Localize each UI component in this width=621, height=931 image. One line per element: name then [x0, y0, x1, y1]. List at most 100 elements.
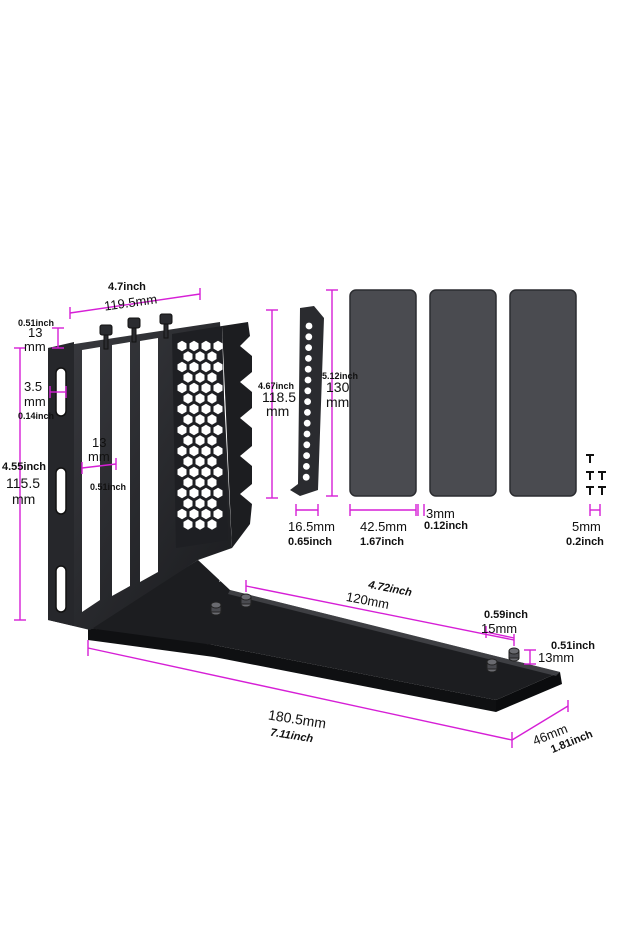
- vent-hex: [195, 351, 205, 362]
- cover-vent-hole: [305, 322, 313, 330]
- bracket-width-inch: 4.7inch: [108, 281, 146, 293]
- vent-hex: [201, 487, 211, 499]
- slot-gap-inch: 0.14inch: [18, 411, 55, 421]
- vent-hex: [183, 372, 193, 383]
- top-offset-inch: 0.51inch: [18, 318, 55, 328]
- screw-icon: [586, 454, 606, 495]
- vent-hex: [201, 403, 211, 415]
- vent-hex: [213, 382, 223, 394]
- cover-vent-hole: [304, 387, 312, 395]
- screw-length-mm: 5mm: [572, 519, 601, 534]
- base-height-inch: 0.51inch: [551, 640, 596, 652]
- vent-hex: [213, 403, 223, 415]
- vent-hex: [195, 414, 205, 425]
- vent-hex: [183, 456, 193, 467]
- vent-hex: [201, 424, 211, 436]
- pad-height-mm-value: 130: [326, 379, 350, 395]
- vent-hex: [201, 382, 211, 394]
- pad-height-mm-unit: mm: [326, 394, 350, 410]
- bracket-height-mm-unit: mm: [12, 491, 36, 507]
- vent-hex: [183, 351, 193, 362]
- cover-vent-hole: [303, 463, 310, 470]
- hole-offset-inch: 0.59inch: [484, 609, 529, 621]
- vent-panel: [172, 326, 228, 548]
- slot-offset-inch: 0.51inch: [90, 482, 127, 492]
- side-slots: [55, 367, 67, 613]
- thumbscrew-icon: [99, 313, 173, 350]
- vent-hex: [207, 435, 217, 446]
- pad-thickness-inch: 0.12inch: [424, 520, 469, 532]
- vent-hex: [213, 340, 223, 352]
- slot-gap-mm-unit: mm: [24, 394, 46, 409]
- vent-hex: [201, 361, 211, 373]
- pad-width-mm: 42.5mm: [360, 519, 407, 534]
- vent-hex: [207, 351, 217, 362]
- base-plate: [88, 560, 562, 712]
- vent-hex: [213, 424, 223, 436]
- vent-hex: [195, 456, 205, 467]
- vent-hex: [183, 393, 193, 404]
- cover-vent-hole: [305, 355, 312, 362]
- top-offset-mm-unit: mm: [24, 339, 46, 354]
- cover-vent-hole: [304, 409, 311, 416]
- base-standoffs: [210, 593, 520, 673]
- vent-hex: [195, 372, 205, 383]
- vent-hex: [183, 435, 193, 446]
- cover-vent-hole: [305, 333, 313, 341]
- pad-thickness-mm: 3mm: [426, 506, 455, 521]
- vent-hex: [177, 487, 187, 499]
- vent-hex: [177, 382, 187, 394]
- vent-hex: [189, 361, 199, 373]
- vent-hex: [189, 445, 199, 457]
- cover-vent-hole: [303, 430, 311, 438]
- vent-hex: [177, 445, 187, 457]
- vent-hex: [177, 466, 187, 478]
- vent-hex: [201, 466, 211, 478]
- vent-hex: [195, 435, 205, 446]
- pci-slot-cover: [290, 306, 324, 496]
- vent-hex: [201, 508, 211, 520]
- pad-width-inch: 1.67inch: [360, 536, 405, 548]
- vent-hex: [189, 508, 199, 520]
- vent-hex: [177, 340, 187, 352]
- cover-vent-hole: [304, 365, 312, 373]
- bracket-height-mm-value: 115.5: [6, 475, 40, 491]
- vent-hex: [213, 508, 223, 520]
- vent-hex: [189, 340, 199, 352]
- base-height-mm: 13mm: [538, 650, 575, 665]
- pci-cover-height-inch: 4.67inch: [258, 381, 295, 391]
- vertical-bracket: [48, 322, 252, 630]
- pci-cover-width-inch: 0.65inch: [288, 536, 333, 548]
- vent-hex: [207, 456, 217, 467]
- vent-hex: [183, 498, 193, 509]
- vent-hex: [207, 477, 217, 488]
- cover-vent-hole: [305, 344, 312, 351]
- vent-hex: [189, 382, 199, 394]
- hole-offset-mm: 15mm: [481, 621, 518, 636]
- vent-hex: [189, 424, 199, 436]
- vent-hex: [183, 477, 193, 488]
- vent-hex: [183, 414, 193, 425]
- cover-vent-hole: [303, 441, 311, 449]
- vent-hex: [195, 519, 205, 530]
- vent-hex: [177, 424, 187, 436]
- pad-height-inch: 5.12inch: [322, 371, 359, 381]
- slot-offset-mm-value: 13: [92, 435, 107, 450]
- star-icon: [217, 569, 231, 582]
- cover-vent-hole: [303, 452, 310, 459]
- vent-hex: [177, 508, 187, 520]
- cover-vent-hole: [302, 473, 310, 481]
- vent-hex: [207, 372, 217, 383]
- vent-hex: [213, 445, 223, 457]
- vent-hex: [189, 466, 199, 478]
- vent-hex: [183, 519, 193, 530]
- vent-hex: [213, 487, 223, 499]
- vent-hex: [201, 340, 211, 352]
- pci-openings: [82, 338, 158, 612]
- pci-bracket-edge: [222, 322, 252, 548]
- cover-vent-hole: [304, 398, 311, 405]
- cover-vent-hole: [303, 419, 311, 427]
- vent-hex: [207, 393, 217, 404]
